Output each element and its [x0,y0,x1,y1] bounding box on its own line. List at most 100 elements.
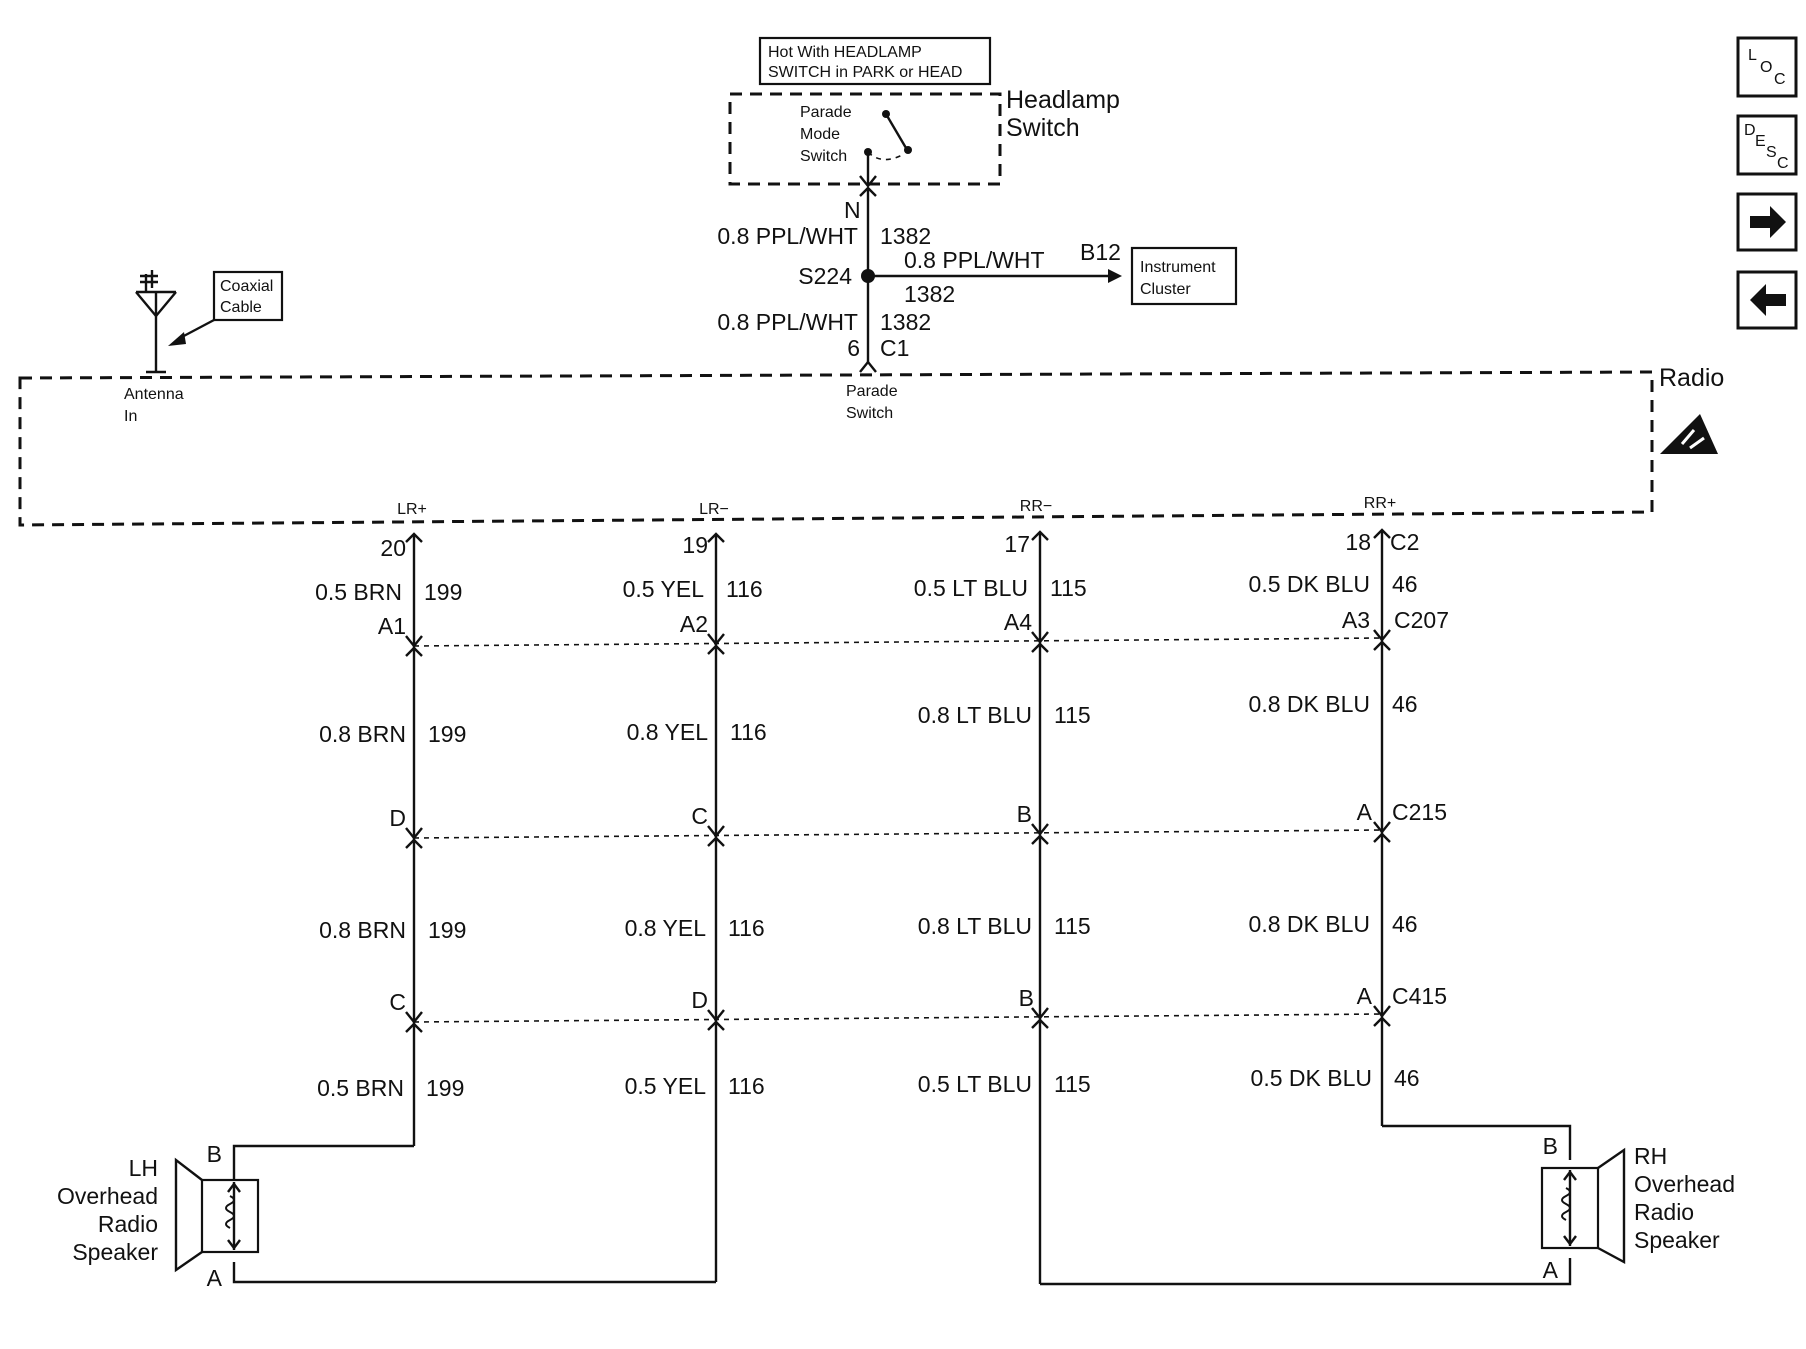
connector-c415-line [413,1013,1383,1023]
c215-pin-lr-plus: D [389,805,406,831]
instrument-cluster-label-1: Instrument [1140,259,1216,276]
seg2-wire-rr-plus: 0.8 DK BLU [1249,691,1370,717]
lower-wire-color: 0.8 PPL/WHT [717,309,858,335]
seg1-wire-rr-minus: 0.5 LT BLU [914,575,1028,601]
radio-output-lr-plus: LR+ [397,501,427,518]
segment-2-labels: 0.8 BRN 199 0.8 YEL 116 0.8 LT BLU 115 0… [319,691,1418,747]
lh-overhead-speaker: B A LH Overhead Radio Speaker [57,1141,260,1291]
rh-label-1: RH [1634,1143,1667,1169]
rh-pin-b: B [1543,1133,1558,1159]
rh-overhead-speaker: B A RH Overhead Radio Speaker [1540,1133,1735,1283]
seg3-wire-rr-minus: 0.8 LT BLU [918,913,1032,939]
lh-pin-b: B [207,1141,222,1167]
parade-mode-label-2: Mode [800,126,840,143]
speaker-wires [232,528,1572,1286]
segment-4-labels: 0.5 BRN 199 0.5 YEL 116 0.5 LT BLU 115 0… [317,1065,1420,1101]
next-button[interactable] [1736,192,1798,252]
segment-3-labels: 0.8 BRN 199 0.8 YEL 116 0.8 LT BLU 115 0… [319,911,1418,943]
headlamp-switch-title-2: Switch [1006,114,1080,142]
c215-name: C215 [1392,799,1447,825]
headlamp-terminal-n: N [844,197,861,223]
desc-button[interactable]: D E S C [1736,114,1798,176]
seg4-circuit-lr-minus: 116 [728,1073,765,1099]
c415-name: C415 [1392,983,1447,1009]
wire-115-to-rh-a [1040,1258,1572,1286]
radio-pin-lr-minus: 19 [682,532,708,558]
desc-letter-s: S [1766,144,1777,161]
wire-46-to-rh-b [1382,1124,1572,1160]
c215-pin-rr-minus: B [1017,801,1032,827]
lh-label-2: Overhead [57,1183,158,1209]
c207-pin-lr-plus: A1 [378,613,406,639]
coaxial-cable-box [212,270,284,322]
lower-connector: C1 [880,335,909,361]
seg2-wire-rr-minus: 0.8 LT BLU [918,702,1032,728]
rh-label-3: Radio [1634,1199,1694,1225]
c215-pin-lr-minus: C [691,803,708,829]
loc-button[interactable]: L O C [1736,36,1798,98]
lh-label-1: LH [129,1155,158,1181]
branch-wire-color: 0.8 PPL/WHT [904,247,1045,273]
c207-pin-rr-minus: A4 [1004,609,1032,635]
connector-c207-line [413,637,1383,647]
connector-c215: D C B A C215 [389,799,1447,831]
radio-output-rr-plus: RR+ [1364,495,1396,512]
seg2-circuit-lr-plus: 199 [428,721,466,747]
radio-pin-rr-minus: 17 [1004,531,1030,557]
seg2-circuit-lr-minus: 116 [730,719,767,745]
coaxial-label-1: Coaxial [220,278,273,295]
c415-pin-lr-plus: C [389,989,406,1015]
seg2-circuit-rr-plus: 46 [1392,691,1418,717]
parade-mode-label-3: Switch [800,148,847,165]
coaxial-label-2: Cable [220,299,262,316]
wire-199-to-lh-b [232,1144,414,1180]
instrument-cluster: Instrument Cluster [1130,246,1238,306]
seg2-circuit-rr-minus: 115 [1054,702,1091,728]
headlamp-switch: Hot With HEADLAMP SWITCH in PARK or HEAD… [728,36,1120,223]
branch-terminal: B12 [1080,239,1121,265]
coax-leader-line [179,318,215,340]
radio-module: Radio Parade Switch LR+ LR− RR− RR+ 20 1… [18,364,1724,561]
antenna-in-label-2: In [124,408,137,425]
seg1-wire-rr-plus: 0.5 DK BLU [1249,571,1370,597]
loc-letter-c: C [1774,71,1786,88]
lh-pin-a: A [207,1265,223,1291]
connector-c215-line [413,829,1383,839]
seg4-wire-rr-plus: 0.5 DK BLU [1251,1065,1372,1091]
seg1-wire-lr-minus: 0.5 YEL [623,576,705,602]
radio-title: Radio [1659,364,1724,392]
c207-pin-rr-plus: A3 [1342,607,1370,633]
radio-pin-rr-plus: 18 [1345,529,1371,555]
seg3-circuit-lr-minus: 116 [728,915,765,941]
headlamp-switch-title-1: Headlamp [1006,86,1120,114]
upper-wire-color: 0.8 PPL/WHT [717,223,858,249]
seg4-wire-lr-plus: 0.5 BRN [317,1075,404,1101]
rh-label-4: Speaker [1634,1227,1720,1253]
c415-pin-rr-plus: A [1357,983,1373,1009]
segment-1-labels: 0.5 BRN 199 0.5 YEL 116 0.5 LT BLU 115 0… [315,571,1418,605]
previous-button[interactable] [1736,270,1798,330]
radio-connector-c2: C2 [1390,529,1419,555]
branch-wire-circuit: 1382 [904,281,955,307]
c415-pin-rr-minus: B [1019,985,1034,1011]
hot-with-headlamp-box [758,36,992,86]
splice-s224: 0.8 PPL/WHT 1382 S224 0.8 PPL/WHT 1382 B… [717,186,1122,373]
antenna-in-label-1: Antenna [124,386,184,403]
seg4-circuit-rr-plus: 46 [1394,1065,1420,1091]
branch-arrow-icon [1108,269,1122,283]
parade-mode-label-1: Parade [800,104,852,121]
seg2-wire-lr-minus: 0.8 YEL [627,719,709,745]
desc-letter-d: D [1744,122,1756,139]
seg1-circuit-rr-minus: 115 [1050,575,1087,601]
radio-pin-lr-plus: 20 [380,535,406,561]
radio-outline [18,370,1654,527]
antenna-icon [135,270,177,374]
seg2-wire-lr-plus: 0.8 BRN [319,721,406,747]
c207-pin-lr-minus: A2 [680,611,708,637]
connector-c415: C D B A C415 [389,983,1447,1015]
lower-wire-circuit: 1382 [880,309,931,335]
headlamp-switch-outline [728,92,1002,186]
lh-label-3: Radio [98,1211,158,1237]
